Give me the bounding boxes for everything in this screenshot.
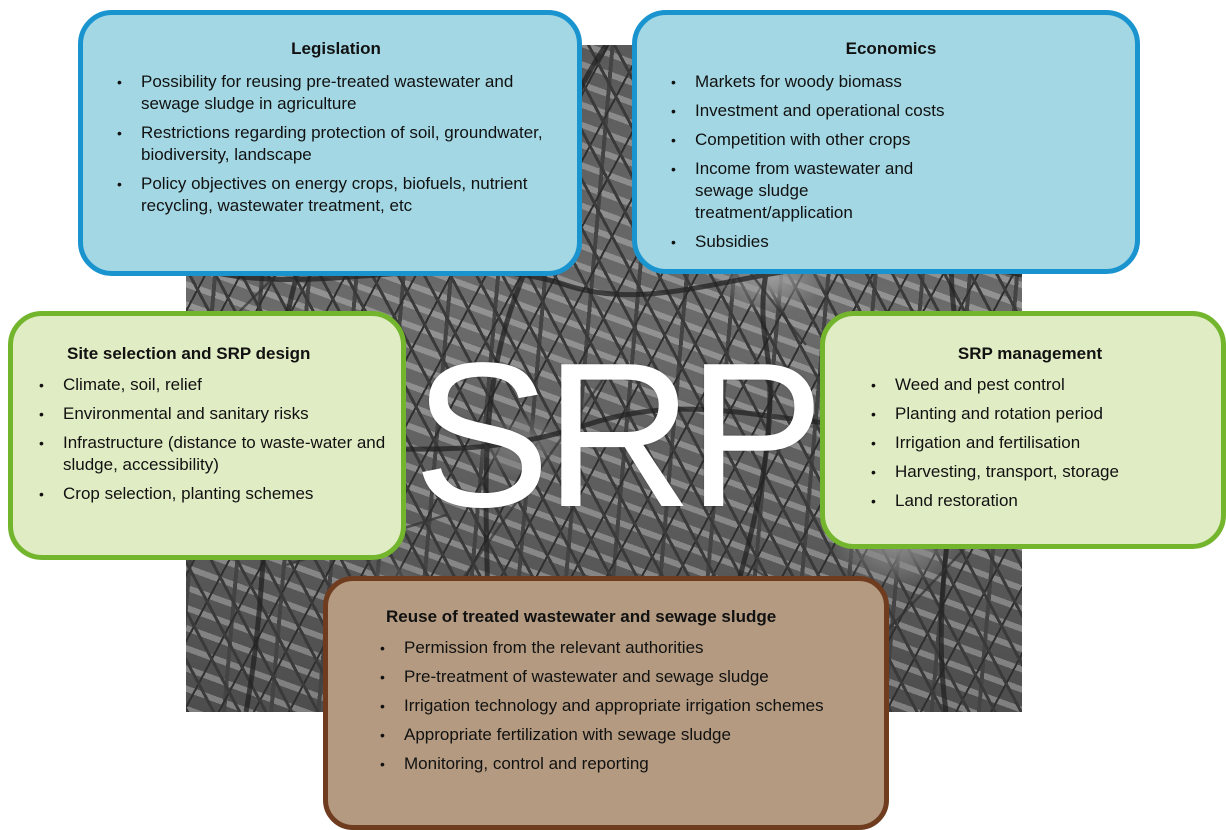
list-item: Irrigation technology and appropriate ir… [376, 695, 864, 717]
reuse-list: Permission from the relevant authorities… [376, 637, 864, 775]
economics-list: Markets for woody biomass Investment and… [667, 71, 1115, 253]
list-item: Possibility for reusing pre-treated wast… [113, 71, 559, 115]
economics-heading: Economics [845, 39, 937, 58]
list-item: Climate, soil, relief [35, 374, 391, 396]
list-item: Land restoration [867, 490, 1211, 512]
list-item: Harvesting, transport, storage [867, 461, 1211, 483]
list-item: Weed and pest control [867, 374, 1211, 396]
list-item: Planting and rotation period [867, 403, 1211, 425]
list-item: Environmental and sanitary risks [35, 403, 391, 425]
reuse-box: Reuse of treated wastewater and sewage s… [323, 576, 889, 830]
list-item: Appropriate fertilization with sewage sl… [376, 724, 864, 746]
economics-box: Economics Markets for woody biomass Inve… [632, 10, 1140, 274]
srp-management-list: Weed and pest control Planting and rotat… [867, 374, 1211, 512]
legislation-heading: Legislation [291, 39, 381, 58]
srp-management-box: SRP management Weed and pest control Pla… [820, 311, 1226, 549]
srp-center-title: SRP [413, 320, 825, 550]
list-item: Restrictions regarding protection of soi… [113, 122, 559, 166]
list-item: Permission from the relevant authorities [376, 637, 864, 659]
list-item: Competition with other crops [667, 129, 1115, 151]
list-item: Income from wastewater and sewage sludge… [667, 158, 1115, 224]
site-selection-box: Site selection and SRP design Climate, s… [8, 311, 406, 560]
list-item: Crop selection, planting schemes [35, 483, 391, 505]
list-item: Policy objectives on energy crops, biofu… [113, 173, 559, 217]
list-item: Subsidies [667, 231, 1115, 253]
legislation-list: Possibility for reusing pre-treated wast… [113, 71, 559, 217]
list-item: Monitoring, control and reporting [376, 753, 864, 775]
site-selection-list: Climate, soil, relief Environmental and … [35, 374, 391, 505]
legislation-box: Legislation Possibility for reusing pre-… [78, 10, 582, 276]
list-item: Infrastructure (distance to waste-water … [35, 432, 391, 476]
list-item: Irrigation and fertilisation [867, 432, 1211, 454]
srp-management-heading: SRP management [957, 344, 1103, 363]
site-selection-heading: Site selection and SRP design [67, 344, 311, 363]
list-item: Investment and operational costs [667, 100, 1115, 122]
list-item: Markets for woody biomass [667, 71, 1115, 93]
list-item: Pre-treatment of wastewater and sewage s… [376, 666, 864, 688]
reuse-heading: Reuse of treated wastewater and sewage s… [386, 607, 777, 626]
